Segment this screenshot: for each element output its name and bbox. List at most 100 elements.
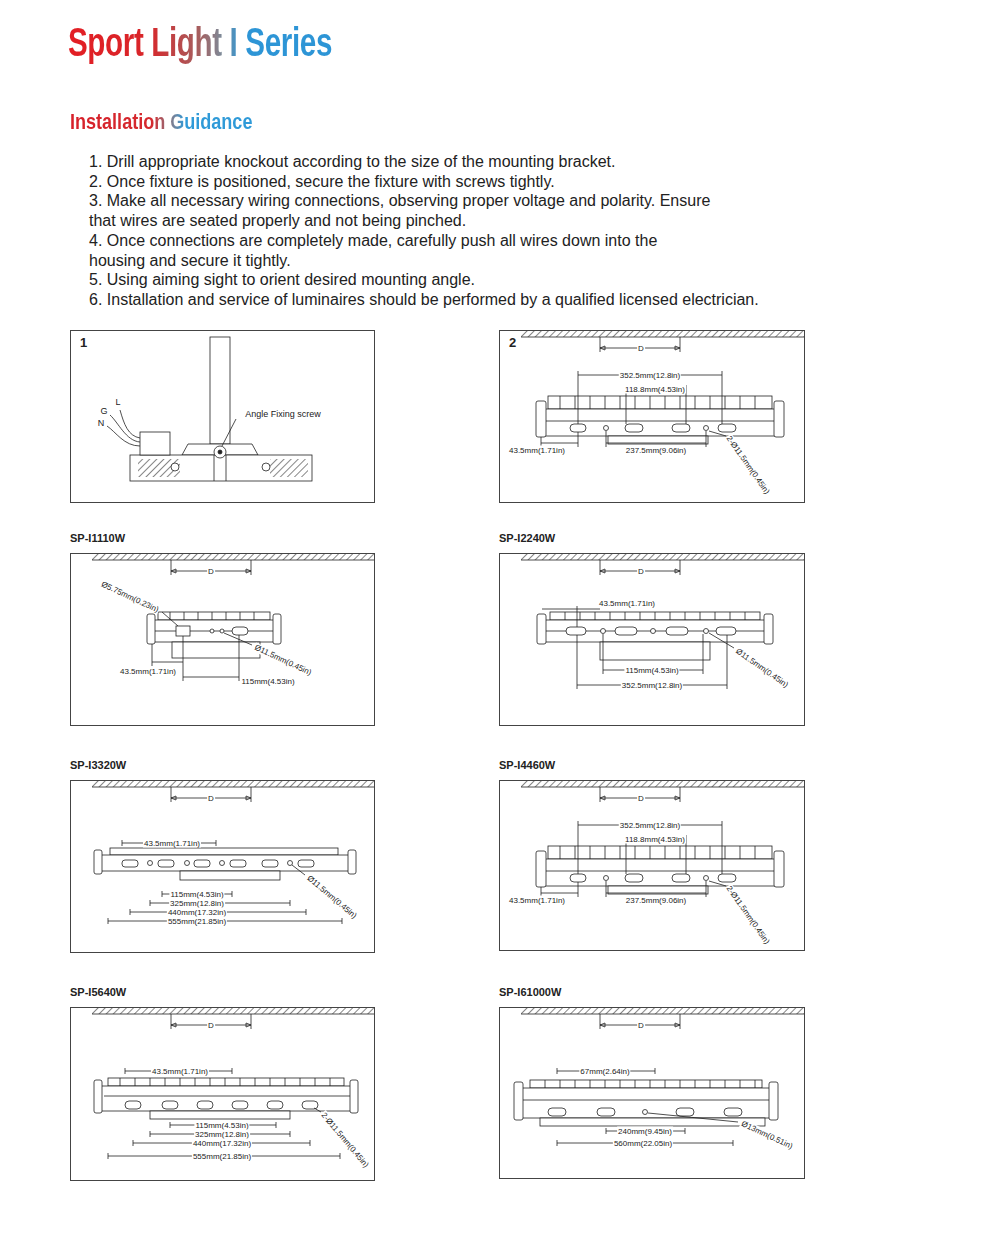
drawing-part xyxy=(262,860,278,867)
drawing-part xyxy=(704,629,709,634)
drawing-panel: SP-I3320W xyxy=(70,780,375,953)
drawing-part xyxy=(566,627,586,635)
drawing-part xyxy=(172,642,260,658)
bracket-dimension: D xyxy=(207,1021,215,1030)
instruction-step: 6. Installation and service of luminaire… xyxy=(89,290,909,310)
dimension-label: 325mm(12.8in) xyxy=(194,1130,250,1139)
drawing-part xyxy=(100,855,350,871)
drawing-part xyxy=(514,1082,523,1120)
dimension-label: 43.5mm(1.71in) xyxy=(151,1067,209,1076)
dimension-label: 115mm(4.53in) xyxy=(194,1121,249,1130)
drawing-part xyxy=(210,629,214,633)
drawing-part xyxy=(273,614,281,644)
drawing-part xyxy=(150,1111,290,1119)
drawing-part xyxy=(140,432,170,455)
drawing-part xyxy=(210,337,230,444)
drawing-part xyxy=(537,614,546,644)
drawing-part xyxy=(232,1101,248,1109)
dimension-label: 67mm(2.64in) xyxy=(579,1067,630,1076)
model-heading: SP-I4460W xyxy=(499,758,555,772)
dimension-label: 115mm(4.53in) xyxy=(240,677,295,686)
drawing-part xyxy=(298,860,314,867)
drawing-part xyxy=(548,1108,566,1116)
drawing-panel: 1 xyxy=(70,330,375,503)
drawing-part xyxy=(107,410,236,446)
panel-number: 2 xyxy=(509,335,516,351)
dimension-label: 325mm(12.8in) xyxy=(169,899,225,908)
drawing-part xyxy=(100,1086,352,1111)
drawing-part xyxy=(152,620,276,642)
drawing-part xyxy=(158,860,174,867)
instruction-step: 4. Once connections are completely made,… xyxy=(89,231,686,270)
dimension-label: 237.5mm(9.06in) xyxy=(625,896,687,905)
drawing-part xyxy=(676,1108,694,1116)
drawing-part xyxy=(542,606,734,689)
drawing-part xyxy=(125,1101,141,1109)
drawing-part xyxy=(536,371,784,447)
drawing-part xyxy=(92,1008,375,1029)
drawing-part xyxy=(565,612,745,620)
drawing-panel: SP-I2240W xyxy=(499,553,805,726)
dimension-label: Ø11.5mm(0.45in) xyxy=(733,646,790,690)
drawing-part xyxy=(288,861,293,866)
model-heading: SP-I61000W xyxy=(499,985,561,999)
drawing-part xyxy=(523,1100,769,1101)
dimension-label: 43.5mm(1.71in) xyxy=(598,599,656,608)
instruction-step: 1. Drill appropriate knockout according … xyxy=(89,152,909,172)
model-heading: SP-I2240W xyxy=(499,531,555,545)
drawing-part xyxy=(130,455,312,481)
drawing-part xyxy=(550,612,760,620)
dimension-label: 440mm(17.32in) xyxy=(192,1139,252,1148)
page-title: Sport Light I Series xyxy=(68,18,332,66)
sp-i61000w-drawing xyxy=(514,1068,778,1146)
dimension-label: G xyxy=(99,406,108,416)
dimension-label: Angle Fixing screw xyxy=(244,409,322,419)
bracket-dimension: D xyxy=(637,567,645,576)
dimension-label: 43.5mm(1.71in) xyxy=(143,839,201,848)
drawing-part xyxy=(148,861,153,866)
drawing-panel: SP-I61000W xyxy=(499,1007,805,1179)
dimension-label: 115mm(4.53in) xyxy=(624,666,679,675)
drawing-part xyxy=(350,1080,358,1113)
instruction-step: 5. Using aiming sight to orient desired … xyxy=(89,270,909,290)
dimension-label: Ø5.75mm(0.23in) xyxy=(99,579,161,614)
drawing-part xyxy=(536,821,784,897)
bracket-dimension: D xyxy=(207,567,215,576)
drawing-part xyxy=(270,459,308,477)
drawing-part xyxy=(162,1101,178,1109)
section-heading: Installation Guidance xyxy=(70,108,252,136)
drawing-part xyxy=(545,1080,755,1088)
drawing-part xyxy=(597,1108,615,1116)
drawing-part xyxy=(180,871,280,880)
drawing-part xyxy=(521,781,804,802)
drawing-part xyxy=(521,331,804,352)
dimension-label: 560mm(22.05in) xyxy=(613,1139,673,1148)
drawing-part xyxy=(171,463,179,471)
dimension-label: 118.8mm(4.53in) xyxy=(624,835,686,844)
drawing-part xyxy=(348,850,356,874)
drawing-part xyxy=(651,629,656,634)
panel-number: 1 xyxy=(80,335,87,351)
drawing-part xyxy=(94,1080,102,1113)
instruction-step: 2. Once fixture is positioned, secure th… xyxy=(89,172,909,192)
drawing-part xyxy=(267,1101,283,1109)
dimension-label: 118.8mm(4.53in) xyxy=(624,385,686,394)
drawing-part xyxy=(214,446,226,458)
drawing-part xyxy=(214,455,226,481)
drawing-part xyxy=(540,1118,765,1126)
drawing-part xyxy=(262,463,270,471)
drawing-part xyxy=(147,614,155,644)
bracket-dimension: D xyxy=(637,344,645,353)
drawing-part xyxy=(615,627,637,635)
drawing-part xyxy=(158,612,270,620)
drawing-part xyxy=(232,627,248,635)
drawing-part xyxy=(220,629,224,633)
drawing-part xyxy=(176,626,190,636)
drawing-part xyxy=(557,1068,738,1146)
drawing-part xyxy=(194,860,210,867)
drawing-part xyxy=(92,781,375,802)
drawing-panel: SP-I1110W xyxy=(70,553,375,726)
drawing-part xyxy=(643,1110,648,1115)
dimension-label: 237.5mm(9.06in) xyxy=(625,446,687,455)
model-heading: SP-I1110W xyxy=(70,531,125,545)
